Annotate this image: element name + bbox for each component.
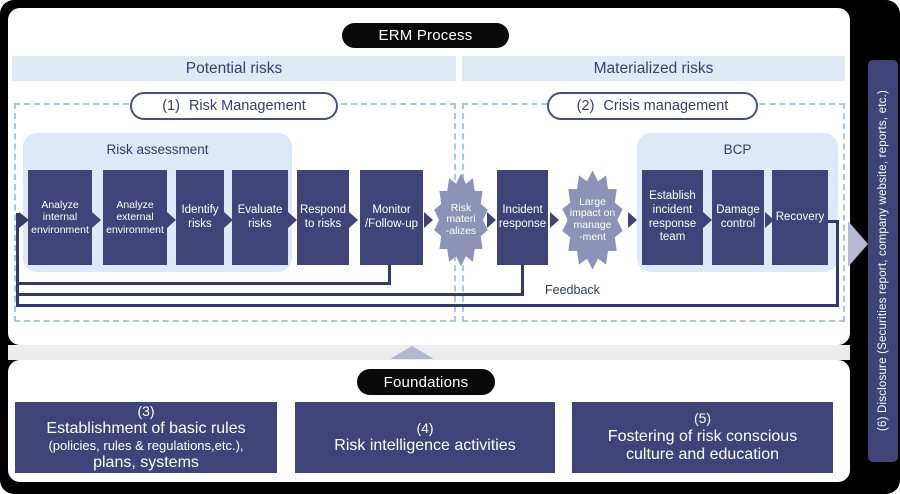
erm-process-pill: ERM Process [342, 23, 509, 48]
feedback-line [16, 282, 391, 285]
step-box-respond-to-risks: Respond to risks [297, 170, 349, 265]
burst-risk-materializes-label: Risk materi -alizes [445, 201, 477, 237]
foundation-number: (5) [693, 410, 712, 427]
feedback-line [16, 213, 19, 307]
step-box-evaluate-risks: Evaluate risks [232, 170, 288, 265]
chevron-right-icon [288, 212, 297, 228]
foundation-number: (4) [416, 419, 434, 436]
disclosure-arrow-icon [848, 221, 868, 267]
column-header-potential-risks: Potential risks [12, 56, 456, 81]
feedback-arrow-icon [19, 212, 29, 228]
step-box-identify-risks: Identify risks [176, 170, 224, 265]
disclosure-label: (6) Disclosure (Securities report, compa… [877, 90, 889, 432]
burst-risk-materializes-shape [434, 173, 488, 267]
feedback-line [828, 220, 839, 223]
step-box-monitor-followup: Monitor /Follow-up [360, 170, 423, 265]
section-number: (2) [576, 98, 595, 114]
erm-process-title: ERM Process [378, 27, 473, 44]
foundation-number: (3) [137, 402, 155, 419]
bcp-label: BCP [723, 142, 752, 157]
section-crisis-management: (2) Crisis management [547, 92, 758, 120]
chevron-right-icon [765, 212, 774, 228]
column-header-materialized-risks: Materialized risks [462, 56, 845, 81]
step-box-recovery: Recovery [772, 170, 828, 265]
foundation-text: Establishment of basic rules [46, 420, 246, 438]
chevron-right-icon [703, 212, 712, 228]
foundations-title: Foundations [383, 373, 469, 391]
up-arrow-icon [390, 346, 434, 359]
step-box-analyze-internal: Analyze internal environment [28, 170, 92, 265]
foundation-text: Risk intelligence activities [334, 437, 516, 455]
section-number: (1) [162, 98, 180, 114]
step-box-damage-control: Damage control [712, 170, 764, 265]
step-box-establish-team: Establish incident response team [642, 170, 703, 265]
chevron-right-icon [92, 212, 101, 228]
chevron-right-icon [424, 212, 433, 228]
chevron-right-icon [224, 212, 233, 228]
burst-large-impact-label: Large impact on manage -ment [569, 195, 616, 243]
foundations-pill: Foundations [357, 369, 495, 395]
chevron-right-icon [550, 212, 559, 228]
materialized-risks-label: Materialized risks [593, 59, 714, 77]
burst-large-impact-shape [562, 170, 623, 270]
feedback-label: Feedback [545, 283, 600, 297]
step-box-incident-response: Incident response [497, 170, 548, 265]
section-label: Crisis management [603, 98, 729, 114]
foundation-box-basic-rules: (3) Establishment of basic rules (polici… [15, 402, 277, 473]
foundation-box-risk-intelligence: (4) Risk intelligence activities [295, 402, 555, 473]
chevron-right-icon [167, 212, 176, 228]
potential-risks-label: Potential risks [185, 59, 283, 77]
feedback-line [16, 304, 839, 307]
risk-assessment-label: Risk assessment [106, 142, 209, 157]
feedback-line [521, 265, 524, 293]
foundation-text: (policies, rules & regulations,etc.), [48, 437, 244, 453]
foundation-box-culture-education: (5) Fostering of risk conscious culture … [572, 402, 833, 473]
foundation-text: plans, systems [93, 453, 199, 471]
disclosure-bar: (6) Disclosure (Securities report, compa… [868, 60, 898, 462]
step-box-analyze-external: Analyze external environment [103, 170, 167, 265]
section-label: Risk Management [188, 98, 306, 114]
chevron-right-icon [487, 212, 496, 228]
chevron-right-icon [628, 212, 637, 228]
section-risk-management: (1) Risk Management [130, 92, 338, 120]
feedback-line [836, 220, 839, 307]
feedback-line [388, 265, 391, 282]
feedback-line [16, 293, 524, 296]
foundation-text: Fostering of risk conscious culture and … [607, 427, 798, 464]
chevron-right-icon [349, 212, 358, 228]
